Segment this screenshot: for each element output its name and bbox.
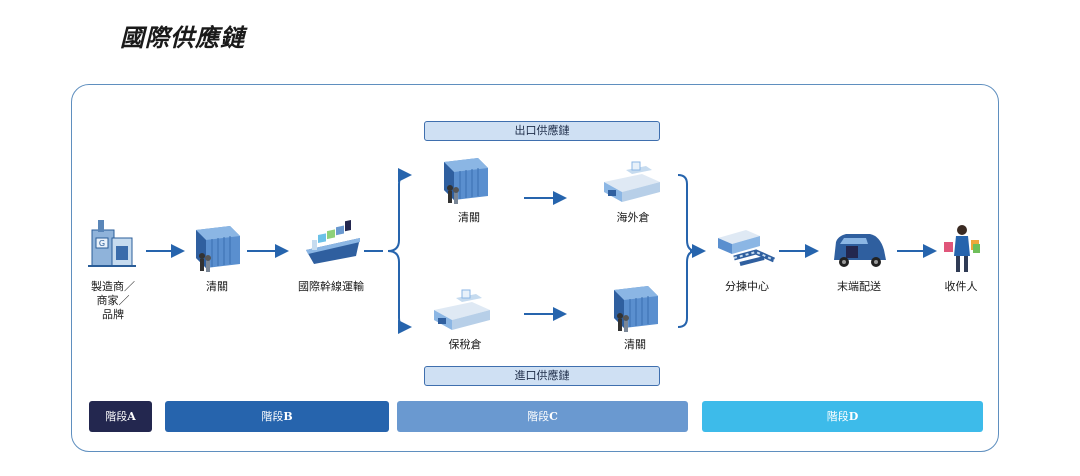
stage-prefix: 階段 (105, 410, 128, 423)
stage-letter: B (283, 410, 293, 423)
shipping-container-icon (196, 226, 240, 272)
stage-prefix: 階段 (527, 410, 550, 423)
delivery-van-icon (834, 234, 886, 267)
node-label-manufacturer: 製造商／ 商家／ 品牌 (91, 280, 135, 321)
shipping-container-icon (444, 158, 488, 204)
sorting-center-icon (718, 230, 776, 266)
node-label-trunk-transport: 國際幹線運輸 (298, 280, 364, 293)
factory-icon: G (88, 220, 136, 267)
node-label-import-customs: 清關 (624, 338, 646, 351)
diagram-frame (71, 84, 999, 452)
stage-a-bar: 階段A (89, 401, 152, 432)
stage-prefix: 階段 (826, 410, 849, 423)
node-label-customs: 清關 (206, 280, 228, 293)
stage-letter: A (127, 410, 136, 423)
svg-text:G: G (99, 239, 105, 248)
recipient-person-icon (944, 225, 980, 272)
page-title: 國際供應鏈 (120, 23, 245, 52)
shipping-container-icon (614, 286, 658, 332)
node-label-bonded-warehouse: 保稅倉 (448, 338, 482, 351)
node-label-export-customs: 清關 (458, 211, 480, 224)
stage-d-bar: 階段D (702, 401, 983, 432)
cargo-ship-icon (306, 220, 360, 264)
export-chain-label: 出口供應鏈 (424, 121, 660, 141)
split-bracket (387, 174, 409, 328)
warehouse-icon (434, 289, 490, 330)
node-label-recipient: 收件人 (944, 280, 978, 293)
node-label-sorting-center: 分揀中心 (725, 280, 769, 293)
import-chain-label: 進口供應鏈 (424, 366, 660, 386)
stage-c-bar: 階段C (397, 401, 688, 432)
stage-b-bar: 階段B (165, 401, 389, 432)
node-label-overseas-warehouse: 海外倉 (616, 211, 650, 224)
node-label-last-mile: 末端配送 (837, 280, 881, 293)
warehouse-icon (604, 161, 660, 202)
stage-letter: D (848, 410, 859, 423)
stage-prefix: 階段 (261, 410, 284, 423)
stage-letter: C (549, 410, 558, 423)
